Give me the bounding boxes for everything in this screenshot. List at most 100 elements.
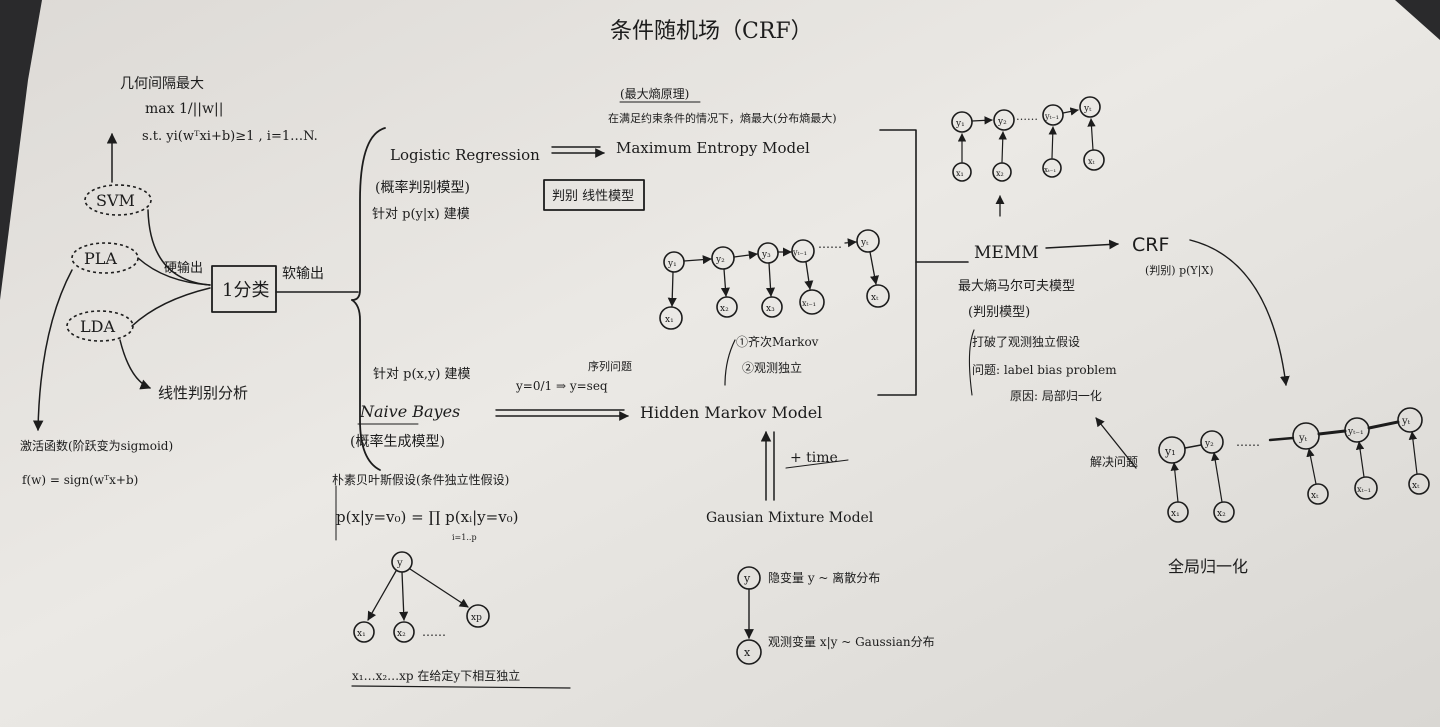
logistic-regression-label: Logistic Regression	[390, 146, 540, 164]
brace-upper	[351, 127, 386, 301]
activation-note: 激活函数(阶跃变为sigmoid)	[20, 438, 173, 453]
plus-time-underline	[785, 459, 849, 469]
hmm-state-label: yₜ	[860, 238, 869, 248]
nb-assumption: 朴素贝叶斯假设(条件独立性假设)	[332, 472, 509, 487]
memm-obs-label: x₁	[956, 169, 964, 178]
svm-objective-line2: max 1/||w||	[145, 101, 223, 117]
hmm-obs-label: xₜ	[871, 293, 879, 303]
hmm-graph: y₁ y₂ y₃ yₜ₋₁ yₜ …… x₁ x₂ x₃ xₜ₋₁ xₜ	[659, 229, 890, 330]
crf-obs-label: xₜ₋₁	[1357, 485, 1371, 494]
hmm-obs-node	[761, 296, 783, 318]
memm-state-node	[1079, 96, 1101, 118]
maxent-note1: (最大熵原理)	[620, 86, 689, 101]
hmm-state-label: y₃	[761, 250, 771, 260]
activation-arrow	[32, 269, 73, 432]
crf-obs-label: x₂	[1217, 509, 1226, 519]
crf-obs-label: x₁	[1171, 509, 1180, 519]
crf-obs-node	[1354, 476, 1378, 500]
logistic-type-note: (概率判别模型)	[375, 179, 470, 196]
gmm-observed-node	[736, 639, 762, 665]
hmm-obs-label: x₂	[720, 304, 729, 314]
pla-label: PLA	[84, 249, 117, 268]
memm-state-node	[993, 109, 1015, 131]
crf-obs-node	[1307, 483, 1329, 505]
nb-independence-note: x₁…x₂…xp 在给定y下相互独立	[352, 668, 520, 683]
memm-obs-node	[992, 162, 1012, 182]
nb-type-note: (概率生成模型)	[350, 433, 445, 450]
linear-discriminant-label: 线性判别分析	[158, 384, 248, 402]
hmm-obs-node	[716, 296, 738, 318]
memm-type-note: (判别模型)	[968, 305, 1030, 320]
memm-note3: 原因: 局部归一化	[1010, 388, 1102, 403]
gmm-observed-label: 观测变量 x|y ~ Gaussian分布	[768, 634, 935, 649]
sigmoid-formula: f(w) = sign(wᵀx+b)	[22, 473, 138, 487]
hmm-assumption-bracket	[724, 339, 736, 386]
memm-label: MEMM	[974, 243, 1039, 263]
hmm-state-node	[856, 229, 880, 253]
hmm-assumption1: ①齐次Markov	[736, 334, 819, 349]
svm-objective-line1: 几何间隔最大	[120, 76, 204, 92]
nb-product-range: i=1..p	[452, 533, 477, 542]
hard-output-label: 硬输出	[164, 260, 203, 276]
svm-label: SVM	[96, 191, 135, 210]
nb-leaf-label: x₂	[397, 629, 406, 639]
nb-root-label: y	[396, 558, 403, 569]
memm-full-name: 最大熵马尔可夫模型	[958, 278, 1075, 294]
hmm-state-node	[757, 242, 779, 264]
svm-constraint: s.t. yi(wᵀxi+b)≥1 , i=1…N.	[142, 129, 318, 144]
hmm-obs-node	[799, 289, 825, 315]
gmm-observed-node-label: x	[744, 646, 751, 659]
memm-graph: y₁ y₂ yₜ₋₁ yₜ …… x₁ x₂ xₜ₋₁ xₜ	[951, 96, 1105, 182]
memm-obs-node	[1042, 158, 1062, 178]
nb-leaves-ellipsis: ……	[422, 625, 446, 639]
linear-model-box	[543, 179, 645, 211]
hmm-label: Hidden Markov Model	[640, 403, 822, 422]
memm-obs-label: xₜ₋₁	[1044, 166, 1056, 174]
crf-ellipsis: ……	[1236, 435, 1260, 449]
global-norm-label: 全局归一化	[1168, 557, 1248, 576]
plus-time-label: + time	[790, 450, 838, 466]
hmm-obs-label: xₜ₋₁	[802, 299, 816, 308]
hmm-state-node	[791, 239, 815, 263]
crf-obs-label: xₜ	[1412, 481, 1420, 491]
seq-note: 序列问题	[588, 359, 632, 373]
hmm-obs-label: x₃	[766, 304, 775, 314]
linear-model-box-label: 判别 线性模型	[552, 189, 634, 204]
nb-leaf-node	[393, 621, 415, 643]
y-seq-label: y=0/1 ⇒ y=seq	[515, 379, 608, 393]
svm-bubble	[84, 184, 152, 216]
memm-note2: 问题: label bias problem	[972, 363, 1117, 377]
classify-box	[211, 265, 277, 313]
gmm-label: Gausian Mixture Model	[706, 510, 874, 526]
maxent-label: Maximum Entropy Model	[616, 139, 810, 157]
brace-lower	[351, 299, 381, 471]
gmm-latent-node-label: y	[743, 572, 751, 585]
memm-obs-node	[1083, 149, 1105, 171]
memm-state-label: yₜ	[1083, 104, 1092, 114]
solve-note-arrow	[1095, 417, 1137, 469]
crf-obs-node	[1213, 501, 1235, 523]
nb-formula: p(x|y=v₀) = ∏ p(xᵢ|y=v₀)	[336, 508, 519, 526]
crf-state-node	[1292, 422, 1320, 450]
memm-to-crf-arrow	[1045, 239, 1119, 250]
memm-obs-label: x₂	[996, 169, 1004, 178]
hmm-state-label: yₜ₋₁	[792, 248, 807, 257]
memm-state-node	[951, 111, 973, 133]
hmm-obs-label: x₁	[665, 315, 674, 325]
page-title: 条件随机场（CRF）	[610, 19, 813, 44]
crf-state-label: y₂	[1204, 439, 1214, 449]
gmm-latent-label: 隐变量 y ~ 离散分布	[768, 570, 880, 585]
memm-obs-node	[952, 162, 972, 182]
nb-leaf-label: xp	[471, 613, 482, 623]
hmm-state-node	[711, 246, 735, 270]
hmm-state-node	[663, 251, 685, 273]
crf-obs-node	[1408, 473, 1430, 495]
memm-state-label: y₂	[997, 117, 1007, 127]
lda-to-discriminant-arrow	[119, 339, 151, 390]
memm-state-label: y₁	[955, 119, 965, 129]
lda-to-classify-line	[131, 287, 211, 327]
naive-bayes-label: Naive Bayes	[359, 402, 460, 421]
logistic-model-note: 针对 p(y|x) 建模	[372, 207, 470, 222]
memm-obs-label: xₜ	[1088, 157, 1095, 166]
